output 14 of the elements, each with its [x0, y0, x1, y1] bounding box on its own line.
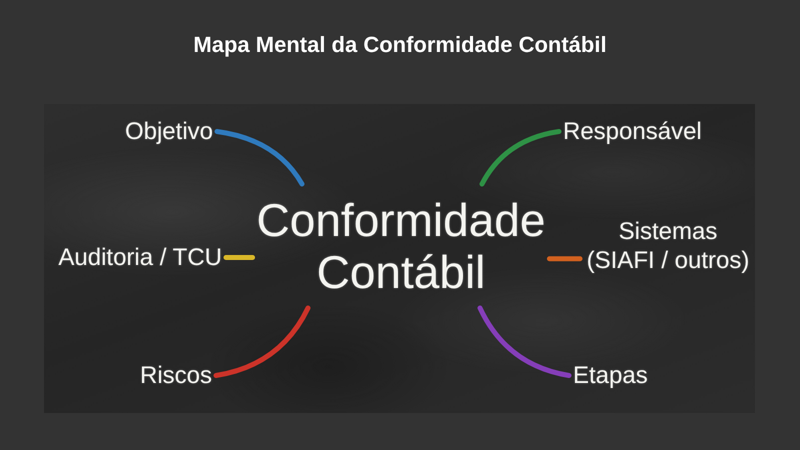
- branch-line: [214, 306, 310, 378]
- central-topic: Conformidade Contábil: [256, 188, 546, 304]
- branch-line: [214, 129, 304, 186]
- branch-label: Auditoria / TCU: [58, 243, 222, 272]
- branch-label: Riscos: [140, 361, 212, 390]
- branch-label: Etapas: [573, 361, 648, 390]
- diagram-title: Mapa Mental da Conformidade Contábil: [192, 31, 608, 59]
- branch-line: [480, 129, 562, 186]
- branch-line: [224, 255, 256, 260]
- branch-label: Responsável: [563, 117, 702, 146]
- branch-line: [478, 306, 572, 378]
- branch-line: [546, 256, 582, 262]
- branch-label: Objetivo: [124, 117, 213, 146]
- branch-label: Sistemas (SIAFI / outros): [584, 217, 752, 275]
